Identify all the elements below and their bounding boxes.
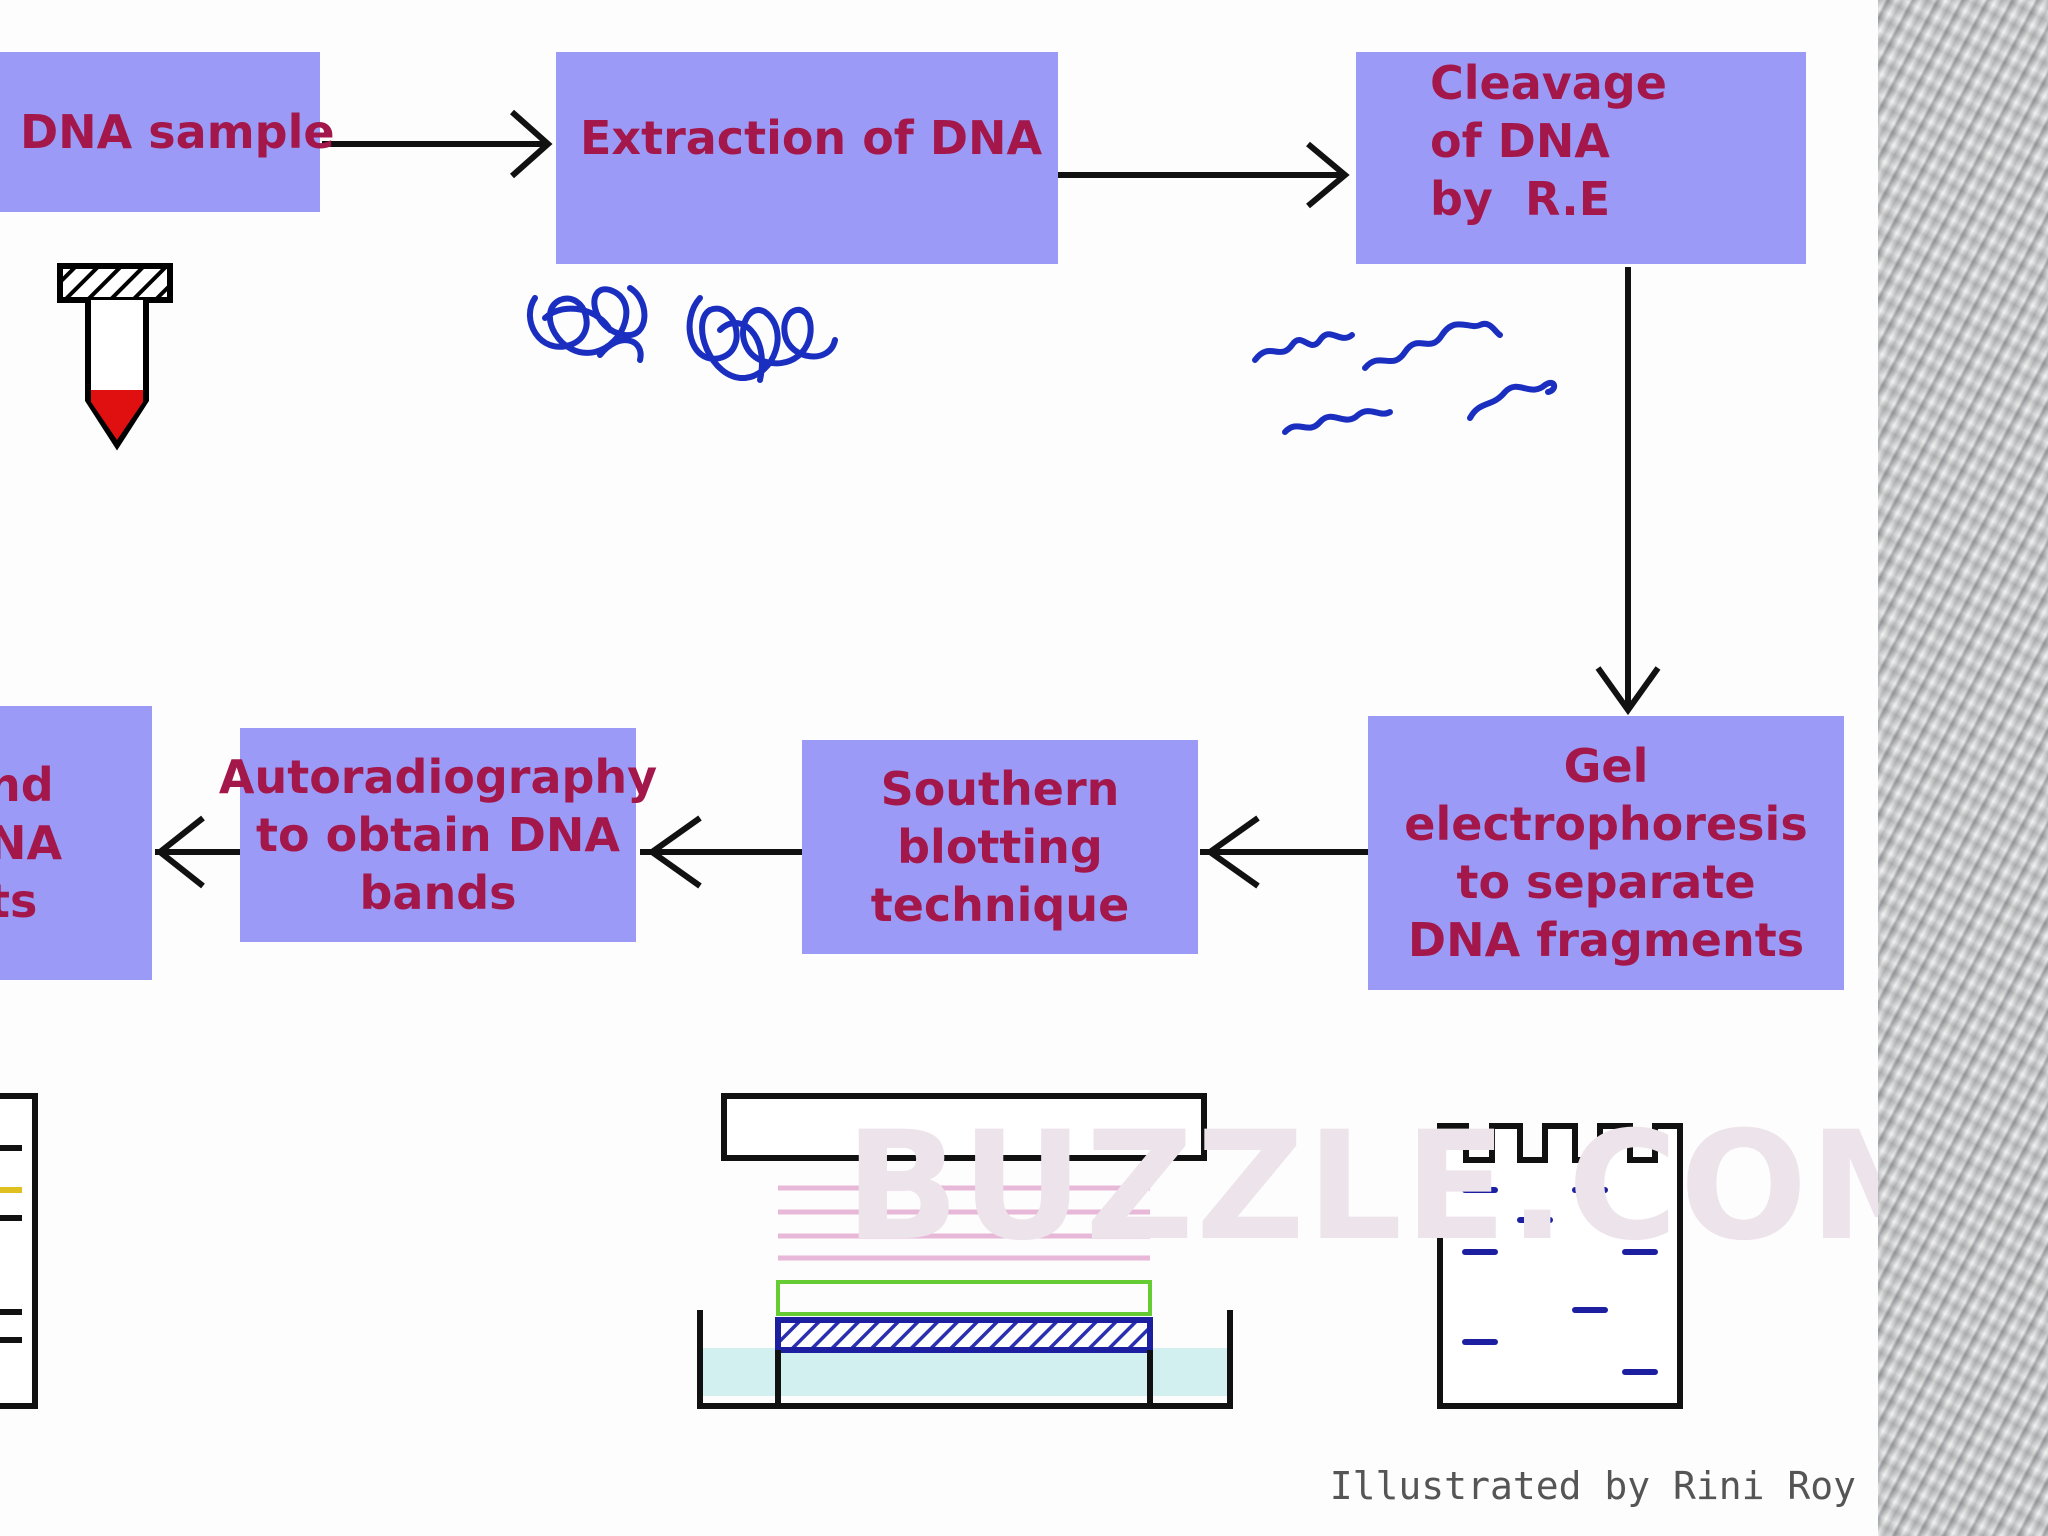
arrow-autoradiography-to-left: [155, 815, 240, 889]
step-extraction: Extraction of DNA: [556, 52, 1058, 264]
step-southern-blotting: Southern blotting technique: [802, 740, 1198, 954]
southern-blot-apparatus-icon: [697, 1093, 1233, 1409]
dna-fragments-icon: [1252, 320, 1558, 435]
gel-with-bands-icon: [1437, 1123, 1683, 1409]
marble-border: [1878, 0, 2048, 1536]
step-dna-sample: DNA sample: [0, 52, 335, 212]
step-southern-label: Southern blotting technique: [870, 762, 1130, 932]
step-gel-electrophoresis: Gel electrophoresis to separate DNA frag…: [1368, 716, 1844, 990]
step-extraction-label: Extraction of DNA: [580, 111, 1043, 165]
partial-gel-icon: [0, 1093, 38, 1409]
step-autoradiography-label: Autoradiography to obtain DNA bands: [218, 750, 658, 920]
illustrator-credit: Illustrated by Rini Roy: [1329, 1464, 1856, 1508]
step-cleavage-label: Cleavage of DNA by R.E: [1430, 56, 1667, 226]
dna-coil-icon: [527, 285, 648, 363]
dna-coil-icon-2: [686, 295, 838, 383]
step-gel-label: Gel electrophoresis to separate DNA frag…: [1404, 739, 1808, 967]
step-partial-left-label: nd NA ts: [0, 758, 63, 928]
step-partial-left: nd NA ts: [0, 706, 152, 980]
step-autoradiography: Autoradiography to obtain DNA bands: [219, 728, 657, 942]
arrow-sample-to-extraction: [322, 109, 553, 179]
watermark-text: BUZZLE.COM: [845, 1100, 1961, 1274]
sample-tube-icon: [57, 263, 173, 451]
arrow-extraction-to-cleavage: [1058, 141, 1350, 209]
step-cleavage: Cleavage of DNA by R.E: [1356, 52, 1806, 264]
arrow-southern-to-autoradiography: [640, 815, 802, 889]
arrow-gel-to-southern: [1200, 815, 1368, 889]
arrow-cleavage-to-gel: [1595, 267, 1661, 716]
step-dna-sample-label: DNA sample: [20, 105, 335, 159]
